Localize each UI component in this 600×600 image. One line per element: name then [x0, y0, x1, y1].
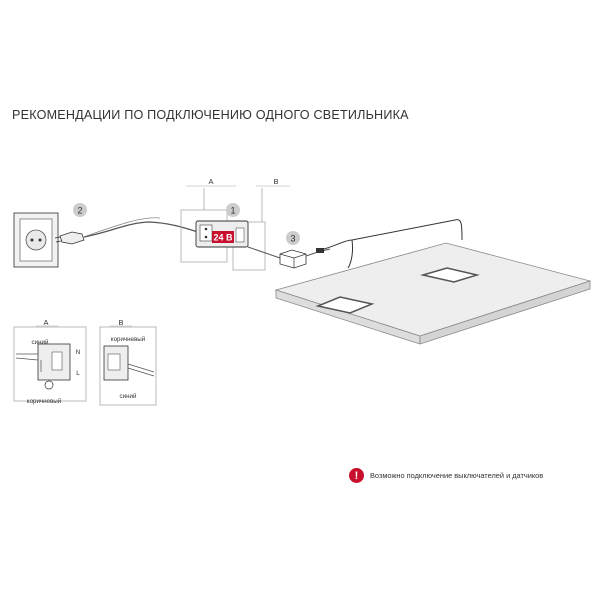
- wall-socket: [13, 212, 59, 268]
- detail-label-b: B: [273, 177, 278, 186]
- callout-1: [226, 203, 240, 217]
- wiring-detail-a: A синий коричневый N L: [13, 318, 87, 405]
- downlight-right: [420, 267, 480, 283]
- wiring-a-blue: синий: [32, 339, 49, 346]
- wiring-a-brown: коричневый: [27, 398, 62, 405]
- wiring-b-brown: коричневый: [111, 336, 146, 343]
- callout-2: [73, 203, 87, 217]
- note-text: Возможно подключение выключателей и датч…: [370, 471, 544, 480]
- light-panel: [274, 242, 592, 345]
- wiring-a-n: N: [76, 349, 81, 356]
- connector: [279, 249, 307, 269]
- callout-2-label: 2: [77, 206, 82, 216]
- warning-icon: !: [349, 468, 364, 483]
- wiring-detail-b: B коричневый синий: [99, 318, 157, 406]
- detail-label-a: A: [208, 177, 213, 186]
- callout-3-label: 3: [290, 234, 295, 244]
- wiring-b-blue: синий: [120, 393, 137, 400]
- callout-3: [286, 231, 300, 245]
- wiring-b-title: B: [118, 318, 123, 327]
- page-title: РЕКОМЕНДАЦИИ ПО ПОДКЛЮЧЕНИЮ ОДНОГО СВЕТИ…: [12, 108, 409, 122]
- voltage-label: 24 B: [213, 233, 233, 243]
- voltage-badge: [212, 231, 234, 243]
- plug: [54, 231, 85, 245]
- downlight-left: [315, 296, 375, 314]
- wiring-a-l: L: [76, 370, 80, 377]
- mains-cable: [83, 221, 199, 238]
- wiring-a-title: A: [43, 318, 48, 327]
- recommendation-note: ! Возможно подключение выключателей и да…: [349, 468, 543, 483]
- driver: 24 B: [195, 220, 249, 248]
- callout-1-label: 1: [230, 206, 235, 216]
